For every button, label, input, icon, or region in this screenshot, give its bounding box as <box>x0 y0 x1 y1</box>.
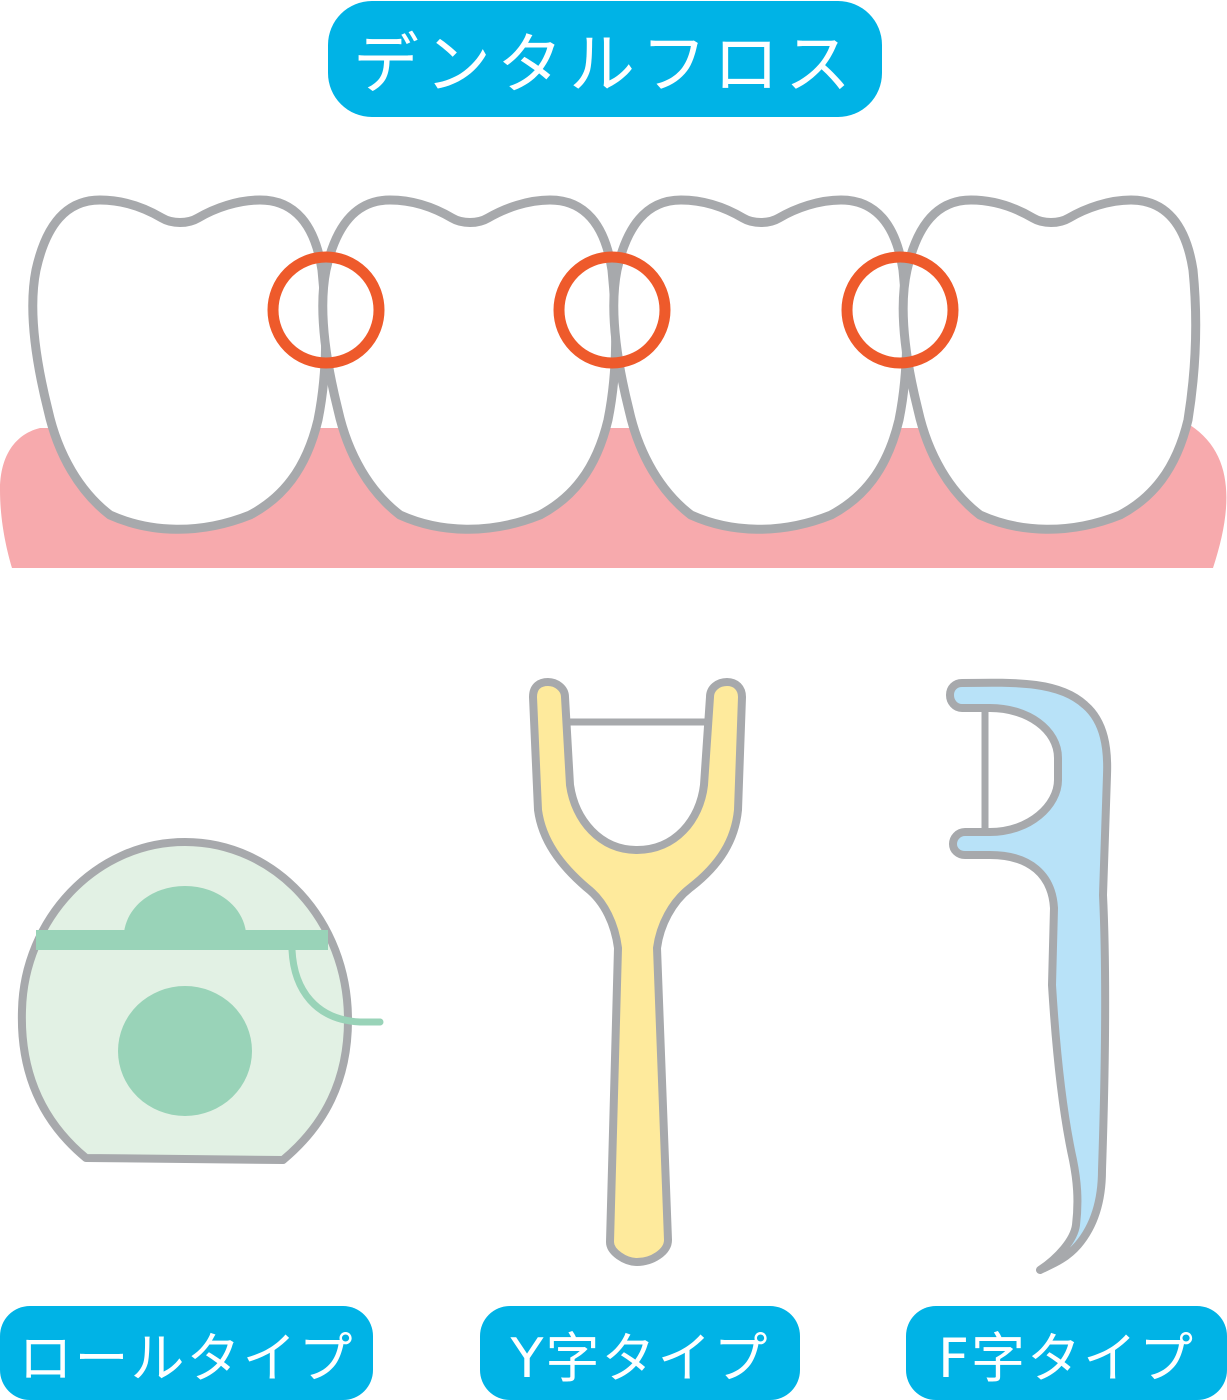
page-title: デンタルフロス <box>353 26 857 103</box>
roll-type-label: ロールタイプ <box>18 1326 355 1390</box>
tooth-4 <box>898 195 1201 534</box>
y-type-label: Y字タイプ <box>510 1326 770 1390</box>
roll-band <box>36 930 328 950</box>
f-type-badge: F字タイプ <box>906 1306 1227 1400</box>
roll-thread <box>288 946 384 1026</box>
highlight-circle-3 <box>841 251 959 369</box>
tooth-2 <box>318 195 621 534</box>
highlight-circle-1 <box>267 251 385 369</box>
tooth-1 <box>28 195 331 534</box>
f-type-label: F字タイプ <box>937 1326 1196 1390</box>
f-floss-icon <box>946 678 1112 1274</box>
interdental-highlights <box>267 251 959 369</box>
highlight-circle-2 <box>553 251 671 369</box>
roll-spool <box>118 986 252 1116</box>
f-floss-holder <box>946 678 1112 1274</box>
title-badge: デンタルフロス <box>328 1 882 117</box>
roll-floss-icon <box>17 838 384 1164</box>
tooth-3 <box>609 195 912 534</box>
y-floss-holder <box>529 678 746 1266</box>
y-floss-icon <box>529 678 746 1266</box>
roll-tab <box>124 886 246 932</box>
y-type-badge: Y字タイプ <box>480 1306 800 1400</box>
teeth <box>28 195 1201 534</box>
roll-type-badge: ロールタイプ <box>0 1306 373 1400</box>
